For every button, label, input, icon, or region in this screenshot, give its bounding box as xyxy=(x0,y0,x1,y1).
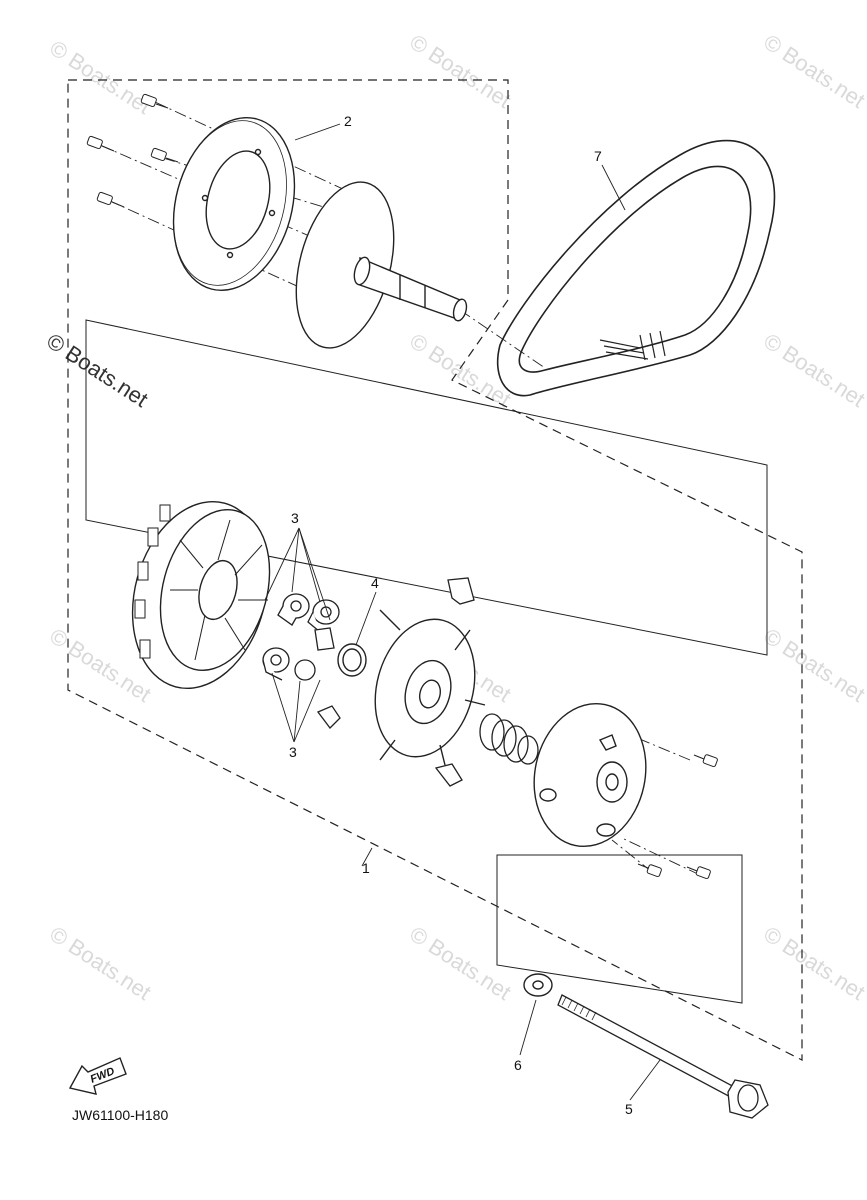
watermark: © Boats.net xyxy=(759,921,867,1005)
callout-labels: 1 2 3 3 4 5 6 7 xyxy=(289,113,633,1117)
bolt-icon xyxy=(637,754,718,880)
roller-weight-group xyxy=(262,593,340,681)
callout-3-bottom: 3 xyxy=(289,744,297,760)
watermark: © Boats.net xyxy=(759,328,867,412)
fwd-arrow-icon: FWD xyxy=(68,1057,127,1095)
primary-sheave xyxy=(131,501,271,689)
callout-5: 5 xyxy=(625,1101,633,1117)
assembly-boundary xyxy=(67,79,803,1061)
watermark-strong: © Boats.net xyxy=(42,328,152,412)
watermark: © Boats.net xyxy=(759,29,867,113)
watermark: © Boats.net xyxy=(405,921,515,1005)
cover-cap xyxy=(533,702,647,848)
slider-piece xyxy=(316,577,475,787)
bolt-group-frame xyxy=(496,854,743,1004)
callout-6: 6 xyxy=(514,1057,522,1073)
callout-3-top: 3 xyxy=(291,510,299,526)
callout-1: 1 xyxy=(362,860,370,876)
ring-washer xyxy=(337,643,367,677)
drive-belt xyxy=(496,139,776,397)
sheave-with-shaft xyxy=(295,181,468,349)
ramp-plate xyxy=(374,609,486,766)
watermark: © Boats.net xyxy=(45,35,155,119)
watermark: © Boats.net xyxy=(759,623,867,707)
sub-assembly-frame xyxy=(85,319,768,656)
diagram-code: JW61100-H180 xyxy=(72,1107,168,1123)
watermark: © Boats.net xyxy=(45,921,155,1005)
spring xyxy=(479,713,539,765)
plate-disc xyxy=(172,116,296,292)
long-bolt xyxy=(557,994,769,1119)
washer xyxy=(523,973,553,997)
callout-7: 7 xyxy=(594,148,602,164)
callout-4: 4 xyxy=(371,575,379,591)
watermark: © Boats.net xyxy=(405,29,515,113)
leader-lines xyxy=(264,123,661,1101)
callout-2: 2 xyxy=(344,113,352,129)
bolt-icon xyxy=(86,93,179,208)
